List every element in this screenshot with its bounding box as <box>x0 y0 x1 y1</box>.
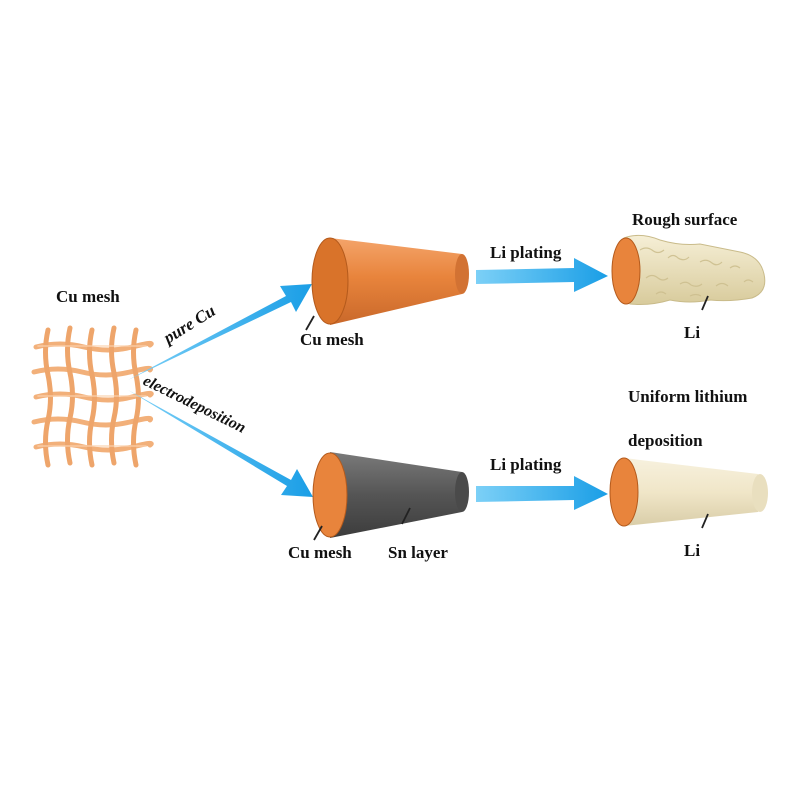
rough-li-cylinder <box>611 234 766 311</box>
label-sn-layer: Sn layer <box>388 543 448 562</box>
uniform-li-cylinder <box>609 457 768 529</box>
arrow-electrodeposition <box>128 390 313 497</box>
label-uniform-line1: Uniform lithium <box>628 387 747 406</box>
label-pure-cu: pure Cu <box>158 301 218 348</box>
bottom-sn-cone <box>312 452 469 541</box>
label-uniform-line2: deposition <box>628 431 703 450</box>
label-bottom-cu-mesh: Cu mesh <box>288 543 352 562</box>
arrow-bottom-li-plating <box>476 476 608 510</box>
arrow-pure-cu <box>128 284 312 380</box>
top-cu-cone <box>305 237 469 331</box>
label-rough-surface: Rough surface <box>632 210 738 229</box>
label-top-li-plating: Li plating <box>490 243 562 262</box>
label-cu-mesh-title: Cu mesh <box>56 287 120 306</box>
cu-mesh-illustration <box>31 325 154 468</box>
label-bottom-li-plating: Li plating <box>490 455 562 474</box>
label-bottom-li: Li <box>684 541 700 560</box>
label-top-cu-mesh: Cu mesh <box>300 330 364 349</box>
arrow-top-li-plating <box>476 258 608 292</box>
label-top-li: Li <box>684 323 700 342</box>
